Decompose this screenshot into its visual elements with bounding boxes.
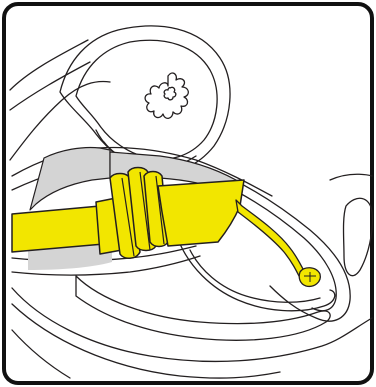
speculum-device: [12, 206, 104, 252]
